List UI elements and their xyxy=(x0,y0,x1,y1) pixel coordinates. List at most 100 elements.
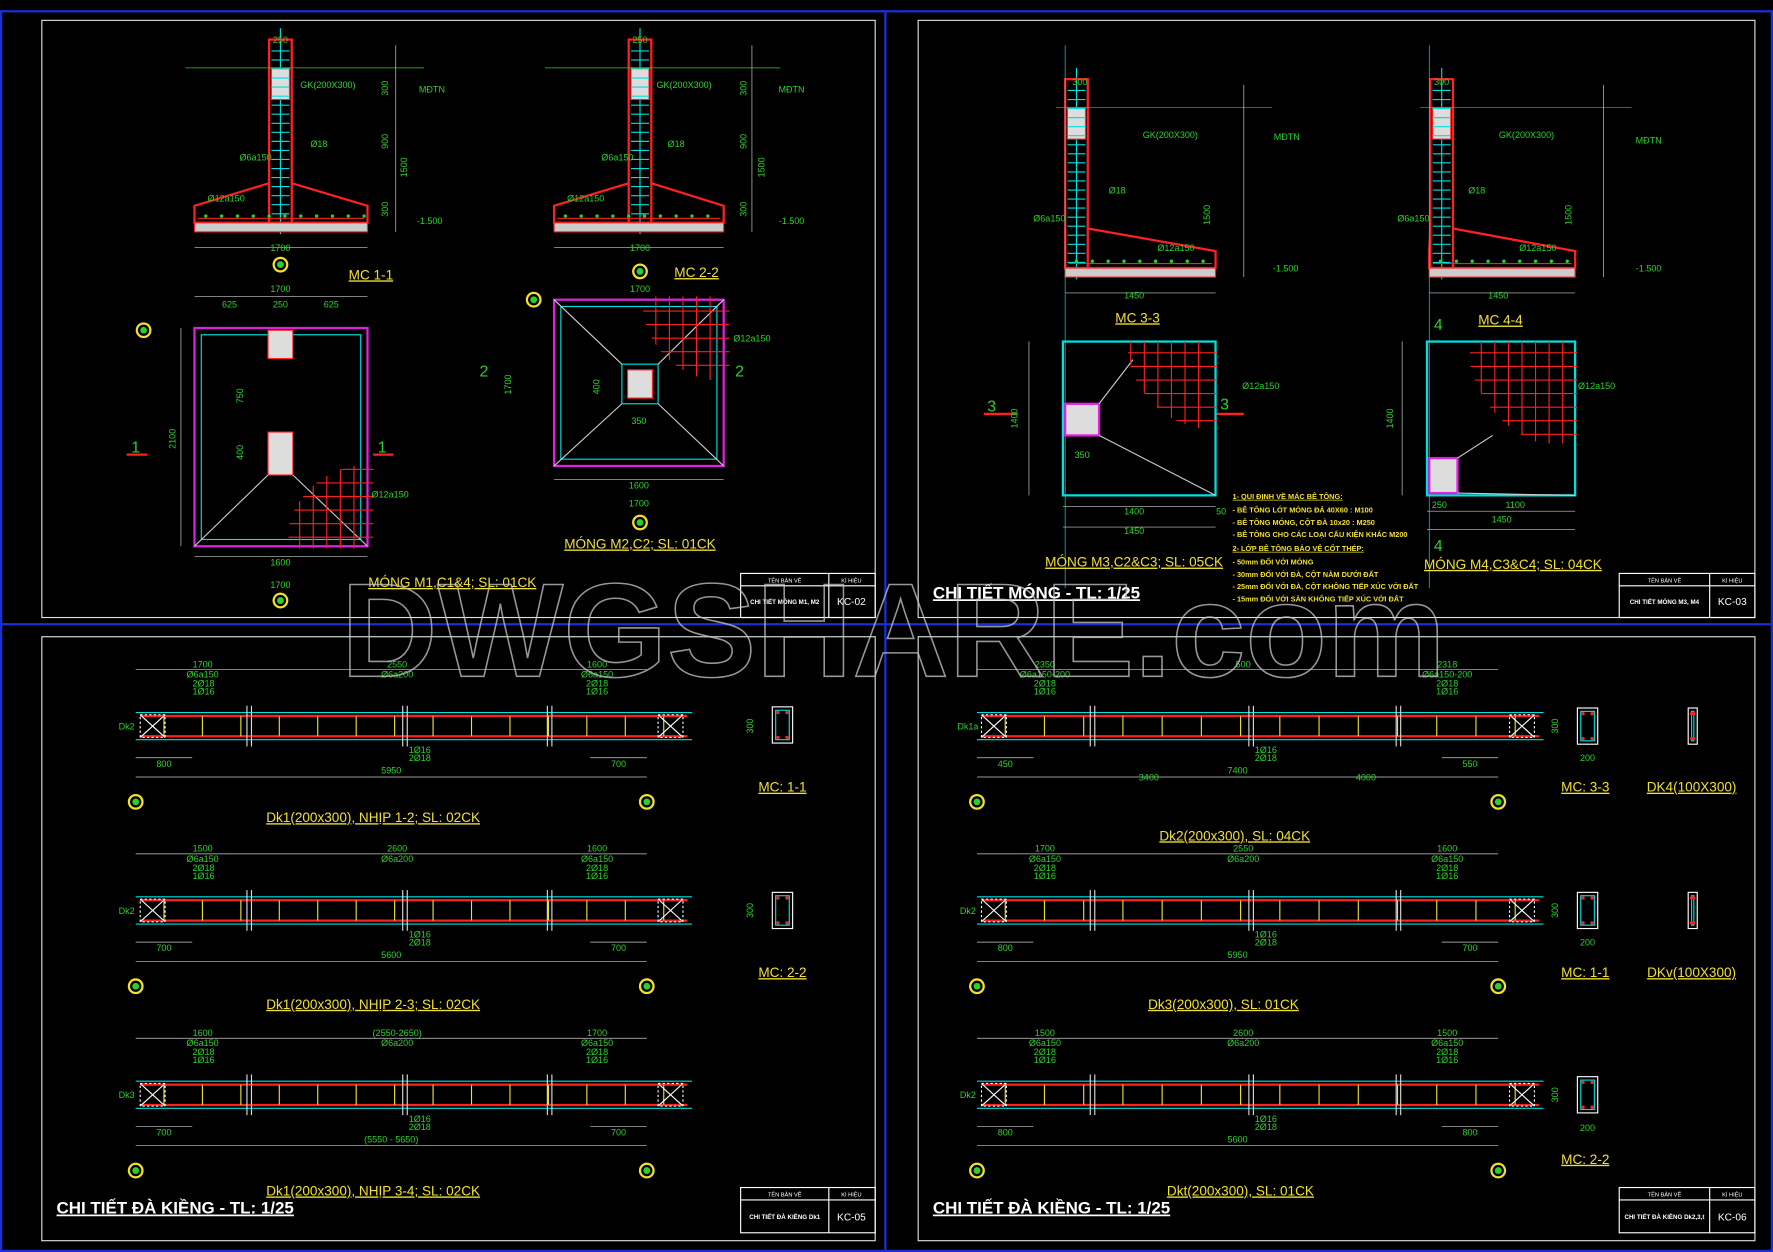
beam-cross-section xyxy=(1576,891,1599,930)
rebar-dot xyxy=(785,735,789,740)
dim-h4: 300 xyxy=(380,202,390,217)
section-mark-1: 1 xyxy=(378,439,387,456)
section-mark-2: 2 xyxy=(735,364,744,381)
end-dim: 450 xyxy=(998,759,1013,769)
top-rebar-spec: 1Ø16 xyxy=(192,686,214,696)
axis-marker-dot xyxy=(643,798,651,806)
title-block-kc02: TÊN BẢN VẼ KÍ HIỆU CHI TIẾT MÓNG M1, M2 … xyxy=(740,572,876,619)
end-dim: 800 xyxy=(156,759,171,769)
panel-title: CHI TIẾT ĐÀ KIỀNG - TL: 1/25 xyxy=(933,1199,1170,1218)
stirrup-spec: Ø6a150 xyxy=(1397,214,1429,224)
mesh-spec: Ø12a150 xyxy=(372,490,409,500)
bottom-rebar-spec: 1Ø16 xyxy=(409,1114,431,1124)
stirrup-spec: Ø6a150-200 xyxy=(1422,669,1472,679)
dim-col: 250 xyxy=(632,35,647,45)
cs-height: 300 xyxy=(1550,903,1560,918)
column-cross xyxy=(981,714,1007,738)
rebar-dot xyxy=(785,710,789,715)
dim-width: 1450 xyxy=(1488,291,1508,301)
rebar-dot xyxy=(251,214,255,218)
watermark: DWGSHARE.com xyxy=(341,556,1446,705)
section-mark-3: 3 xyxy=(1220,396,1229,413)
column-cut xyxy=(980,898,1007,923)
cross-section-stirrup xyxy=(1691,710,1695,742)
beam-section xyxy=(630,67,650,101)
axis-marker-dot xyxy=(1494,798,1502,806)
rebar-dot xyxy=(1518,259,1522,263)
bottom-rebar-spec: 1Ø16 xyxy=(1255,745,1277,755)
rebar-dot xyxy=(1581,921,1585,925)
axis-marker-dot xyxy=(643,1167,651,1174)
note-line: - 25mm ĐỐI VỚI ĐÀ, CỘT KHÔNG TIẾP XÚC VỚ… xyxy=(1233,581,1419,591)
column-cross xyxy=(981,1083,1007,1107)
rebar-dot xyxy=(1689,736,1694,741)
panel-title: CHI TIẾT ĐÀ KIỀNG - TL: 1/25 xyxy=(57,1199,294,1218)
mesh-spec: Ø12a150 xyxy=(208,193,245,203)
plan-label: MÓNG M2,C2; SL: 01CK xyxy=(564,537,715,552)
rebar-dot xyxy=(1549,259,1554,263)
axis-marker xyxy=(969,1162,985,1179)
rebar-dot xyxy=(1689,921,1694,925)
rebar-dot xyxy=(330,214,335,218)
rebar-dot xyxy=(706,214,710,218)
axis-marker xyxy=(969,978,985,995)
span-dim: 1600 xyxy=(587,659,607,669)
axis-marker xyxy=(638,793,655,810)
tb-drawing-name: CHI TIẾT ĐÀ KIỀNG Dk2,3,t xyxy=(1624,1214,1704,1221)
column-cut xyxy=(980,714,1007,738)
rebar-dot xyxy=(1533,259,1538,263)
axis-marker-dot xyxy=(643,982,651,990)
dim-b1: 625 xyxy=(324,300,339,310)
plan-m3 xyxy=(1061,340,1217,497)
dim-h3: 1500 xyxy=(1564,205,1574,225)
dim-w6: 350 xyxy=(1075,450,1090,460)
note-line: - BÊ TÔNG MÓNG, CỘT ĐÀ 10x20 : M250 xyxy=(1233,518,1375,527)
sub-span: 4000 xyxy=(1356,772,1376,782)
axis-marker-dot xyxy=(636,519,644,526)
bottom-level: -1.500 xyxy=(417,216,443,226)
note-line: - 30mm ĐỐI VỚI ĐÀ, CỘT NẰM DƯỚI ĐẤT xyxy=(1233,569,1379,579)
cs-width: 200 xyxy=(1580,1123,1595,1133)
end-dim: 800 xyxy=(998,1128,1013,1138)
rebar-dot xyxy=(579,214,583,218)
column-cut xyxy=(139,898,166,923)
end-dim: 700 xyxy=(611,943,626,953)
end-dim: 700 xyxy=(156,943,171,953)
beam-cross-section xyxy=(1687,891,1698,930)
rebar-dot xyxy=(785,921,789,925)
beam-label: Dkt(200x300), SL: 01CK xyxy=(1167,1183,1314,1198)
top-rebar-spec: 1Ø16 xyxy=(1436,871,1458,881)
rebar-dot xyxy=(1122,259,1126,263)
bottom-rebar-spec: 1Ø16 xyxy=(409,745,431,755)
lean-concrete-pad xyxy=(1428,267,1576,278)
note-line: - 50mm ĐỐI VỚI MÓNG xyxy=(1233,556,1314,566)
stirrup-spec: Ø6a200 xyxy=(1227,854,1259,864)
dim-col: 300 xyxy=(1434,77,1449,87)
axis-marker-dot xyxy=(140,326,147,334)
bottom-level: -1.500 xyxy=(1636,263,1662,273)
rebar-dot xyxy=(690,214,694,218)
bottom-rebar-spec: 1Ø16 xyxy=(409,930,431,940)
span-dim: 2600 xyxy=(387,844,407,854)
column-cross xyxy=(657,714,684,738)
axis-marker xyxy=(525,291,542,308)
dim-base: 1700 xyxy=(503,374,513,394)
beam-label: Dk2(200x300), SL: 04CK xyxy=(1159,828,1310,843)
tb-drawing-code: KC-03 xyxy=(1718,597,1747,608)
note-heading: 1- QUI ĐỊNH VỀ MÁC BÊ TÔNG: xyxy=(1233,491,1343,501)
mesh-spec: Ø12a150 xyxy=(1519,243,1556,253)
axis-marker-dot xyxy=(1494,1167,1502,1174)
stirrup-spec: Ø6a200 xyxy=(381,1038,413,1048)
rebar-dot xyxy=(1470,259,1474,263)
rebar-dot xyxy=(776,896,780,900)
dim-w1: 1450 xyxy=(1124,526,1144,536)
rebar-dot xyxy=(1153,259,1158,263)
rebar-dot xyxy=(1438,259,1443,263)
rebar-dot xyxy=(1581,1105,1585,1109)
span-dim: 2350 xyxy=(1035,659,1055,669)
dim-h4: 300 xyxy=(738,202,748,217)
total-dim: 5950 xyxy=(381,766,401,776)
tb-drawing-code: KC-02 xyxy=(837,597,866,608)
ground-level: MĐTN xyxy=(419,85,445,95)
